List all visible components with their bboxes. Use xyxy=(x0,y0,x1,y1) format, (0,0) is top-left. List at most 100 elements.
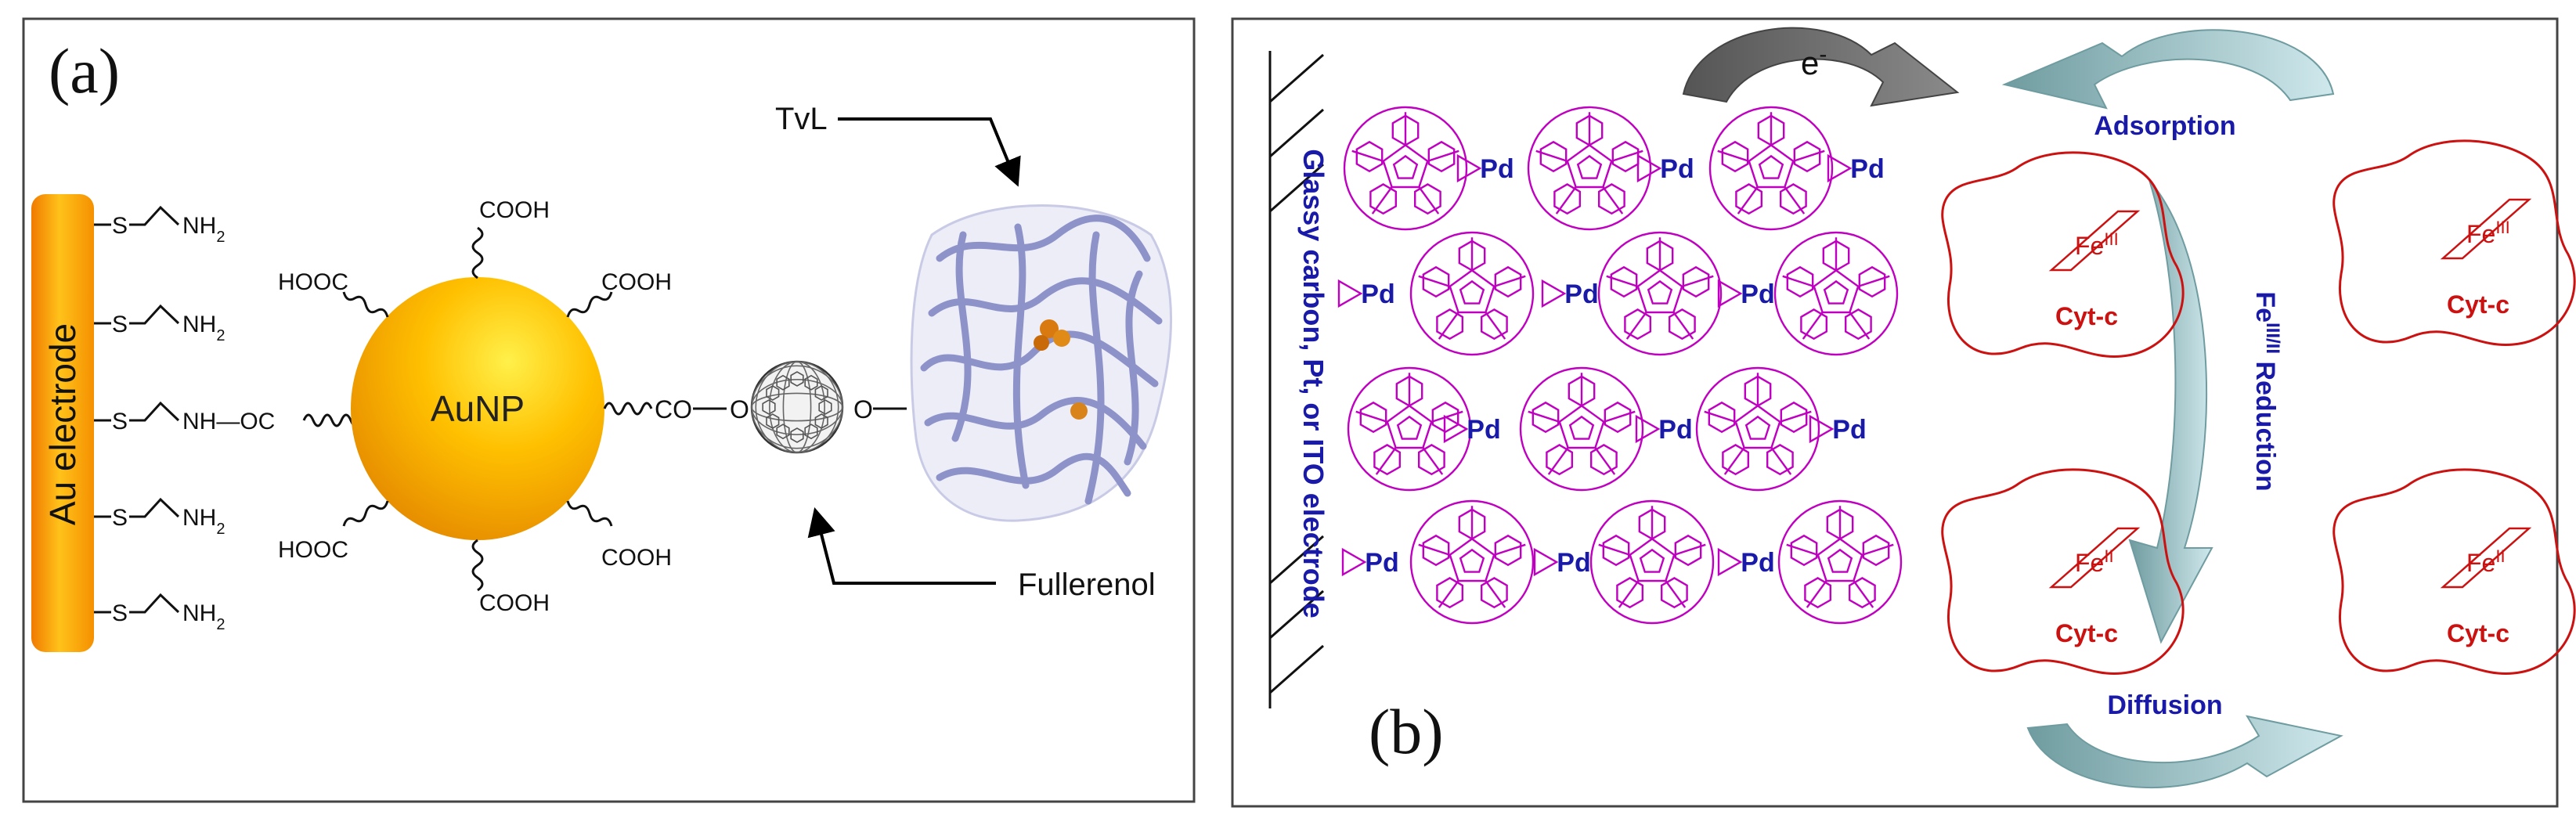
fullerene-c60 xyxy=(1343,106,1468,231)
sulfur-label: S xyxy=(112,505,128,531)
thiol-linker: S NH2 xyxy=(94,304,225,344)
cooh-top: COOH xyxy=(479,197,550,223)
pd-bridge xyxy=(1717,547,1743,577)
pd-label: Pd xyxy=(1660,154,1694,184)
tvl-label: TvL xyxy=(775,102,828,136)
fullerene-c60 xyxy=(1589,499,1715,625)
fullerene-c60 xyxy=(1695,366,1820,492)
amine-label: NH2 xyxy=(182,505,225,538)
co-link: CO xyxy=(655,395,692,424)
sulfur-label: S xyxy=(112,312,128,337)
cytochrome-c: FeIII Cyt-c xyxy=(1941,151,2185,358)
adsorption-label: Adsorption xyxy=(2094,111,2235,141)
pd-label: Pd xyxy=(1832,415,1866,445)
sulfur-label: S xyxy=(112,600,128,626)
thiol-linker: S NH2 xyxy=(94,205,225,246)
panel-b-frame xyxy=(1231,17,2559,808)
fullerene-c60 xyxy=(1409,231,1535,356)
pd-bridge xyxy=(1827,153,1853,183)
pd-label: Pd xyxy=(1480,154,1513,184)
fullerenol-arrow xyxy=(807,507,996,585)
wavy-lower-right xyxy=(566,500,613,527)
au-electrode-label: Au electrode xyxy=(42,323,83,525)
pd-label: Pd xyxy=(1741,279,1774,309)
wavy-upper-left xyxy=(342,291,389,318)
diffusion-arrow xyxy=(2026,715,2343,788)
fe-label: FeIII xyxy=(2466,218,2510,249)
pd-label: Pd xyxy=(1658,415,1692,445)
pd-label: Pd xyxy=(1361,279,1394,309)
reduction-arrow xyxy=(2128,179,2213,644)
thiol-linker: S NH2 xyxy=(94,497,225,538)
pd-bridge xyxy=(1635,414,1661,444)
o-link-1: O xyxy=(730,395,749,424)
fullerene-c60 xyxy=(1519,366,1644,492)
cooh-upper-right: COOH xyxy=(601,269,672,295)
fullerene-c60 xyxy=(1597,231,1723,356)
cytochrome-c: FeII Cyt-c xyxy=(1941,468,2185,675)
sulfur-label: S xyxy=(112,213,128,239)
pd-bridge xyxy=(1717,279,1743,308)
cooh-bottom: COOH xyxy=(479,590,550,616)
fe-label: FeII xyxy=(2075,546,2114,578)
amine-label: NH2 xyxy=(182,312,225,344)
amine-label: NH2 xyxy=(182,213,225,246)
hatched-electrode xyxy=(1268,51,1324,708)
pd-label: Pd xyxy=(1564,279,1598,309)
wavy-upper-right xyxy=(566,291,613,318)
fullerene-c60 xyxy=(1347,366,1472,492)
tvl-arrow xyxy=(838,117,1021,187)
pd-label: Pd xyxy=(1557,548,1590,578)
cytc-label: Cyt-c xyxy=(2055,302,2118,330)
pd-bridge xyxy=(1341,547,1367,577)
fullerene-c60 xyxy=(1777,499,1903,625)
pd-bridge xyxy=(1636,153,1662,183)
au-electrode xyxy=(31,194,94,652)
fullerene-c60 xyxy=(1773,231,1899,356)
sulfur-label: S xyxy=(112,409,128,434)
gold-nanoparticle xyxy=(351,277,604,540)
wavy-bottom xyxy=(471,539,484,592)
cytc-label: Cyt-c xyxy=(2055,619,2118,647)
amine-label: NH—OC xyxy=(182,409,275,434)
fullerene-c60 xyxy=(1708,106,1834,231)
o-link-2: O xyxy=(853,395,873,424)
fullerenol-cage xyxy=(750,360,844,454)
pd-bridge xyxy=(1809,414,1835,444)
electron-arrow xyxy=(1682,27,1960,107)
panel-b-label: (b) xyxy=(1369,696,1444,767)
pd-label: Pd xyxy=(1741,548,1774,578)
pd-bridge xyxy=(1443,414,1469,444)
pd-bridge xyxy=(1456,153,1482,183)
pd-label: Pd xyxy=(1850,154,1884,184)
tvl-enzyme-structure xyxy=(910,204,1173,522)
diffusion-label: Diffusion xyxy=(2107,690,2222,720)
wavy-lower-left xyxy=(342,500,389,527)
reduction-label: FeIII/II Reduction xyxy=(2250,291,2284,491)
aunp-label: AuNP xyxy=(431,388,525,429)
pd-label: Pd xyxy=(1467,415,1500,445)
electrode-b-label: Glassy carbon, Pt, or ITO electrode xyxy=(1297,149,1329,618)
fullerene-c60 xyxy=(1409,499,1535,625)
hooc-lower-left: HOOC xyxy=(278,537,348,563)
fe-label: FeII xyxy=(2466,546,2506,578)
pd-bridge xyxy=(1533,547,1559,577)
pd-bridge xyxy=(1337,279,1363,308)
pd-label: Pd xyxy=(1365,548,1398,578)
adsorption-arrow xyxy=(2001,29,2335,110)
fullerenol-label: Fullerenol xyxy=(1018,568,1156,602)
hooc-upper-left: HOOC xyxy=(278,269,348,295)
wavy-linker-right xyxy=(603,402,653,416)
fe-label: FeIII xyxy=(2075,229,2119,261)
panel-b: (b) Glassy carbon, Pt, or ITO electrode … xyxy=(1231,17,2576,808)
panel-a-label: (a) xyxy=(49,35,120,106)
electron-label: e- xyxy=(1801,41,1827,82)
thiol-linker: S NH—OC xyxy=(94,401,275,434)
